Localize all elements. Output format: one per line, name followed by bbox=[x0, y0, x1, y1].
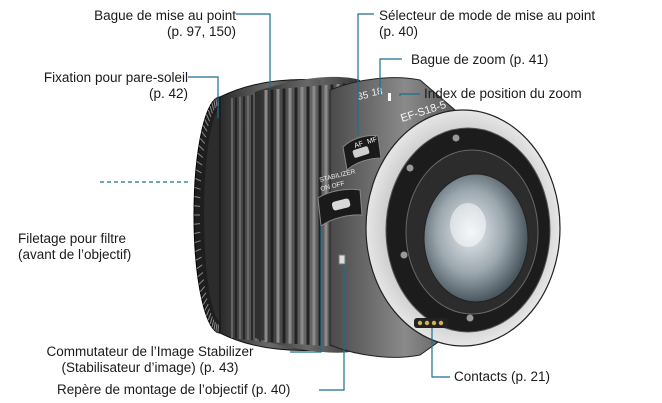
label-mount-index-line1: Repère de montage de l’objectif (p. 40) bbox=[57, 382, 291, 397]
label-focus-mode-switch: Sélecteur de mode de mise au point (p. 4… bbox=[379, 8, 595, 40]
label-zoom-index: Index de position du zoom bbox=[424, 86, 582, 102]
label-contacts-line1: Contacts (p. 21) bbox=[454, 369, 551, 384]
label-zoom-index-line1: Index de position du zoom bbox=[424, 86, 582, 101]
label-filter-thread: Filetage pour filtre (avant de l’objecti… bbox=[18, 231, 131, 263]
label-stabilizer-switch: Commutateur de l’Image Stabilizer (Stabi… bbox=[15, 344, 285, 376]
leader-focus-mode bbox=[357, 13, 374, 135]
svg-text:35: 35 bbox=[356, 90, 370, 103]
label-focus-ring: Bague de mise au point (p. 97, 150) bbox=[94, 8, 236, 40]
label-filter-thread-line1: Filetage pour filtre bbox=[18, 231, 127, 246]
leader-mount-index bbox=[319, 264, 345, 391]
label-zoom-ring: Bague de zoom (p. 41) bbox=[411, 52, 548, 68]
leader-contacts bbox=[431, 328, 450, 378]
leader-zoom-ring bbox=[379, 58, 402, 96]
label-focus-mode-line1: Sélecteur de mode de mise au point bbox=[379, 8, 596, 23]
label-filter-thread-line2: (avant de l’objectif) bbox=[18, 247, 132, 262]
leader-lines bbox=[100, 13, 450, 391]
leader-focus-ring bbox=[236, 13, 271, 88]
label-hood-mount: Fixation pour pare-soleil (p. 42) bbox=[44, 70, 188, 102]
leader-zoom-index bbox=[399, 93, 420, 96]
label-contacts: Contacts (p. 21) bbox=[454, 369, 550, 385]
rear-lens-element bbox=[423, 173, 529, 303]
label-hood-mount-line2: (p. 42) bbox=[148, 86, 188, 101]
label-focus-ring-line1: Bague de mise au point bbox=[94, 8, 236, 23]
af-mf-switch[interactable]: AF MF bbox=[342, 135, 382, 171]
label-hood-mount-line1: Fixation pour pare-soleil bbox=[43, 70, 188, 85]
label-mount-index: Repère de montage de l’objectif (p. 40) bbox=[57, 382, 290, 398]
label-zoom-ring-line1: Bague de zoom (p. 41) bbox=[411, 52, 549, 67]
label-stabilizer-line1: Commutateur de l’Image Stabilizer bbox=[46, 344, 254, 359]
label-focus-mode-line2: (p. 40) bbox=[379, 24, 419, 39]
svg-text:MF: MF bbox=[366, 136, 378, 146]
leader-hood-mount bbox=[188, 76, 219, 118]
label-stabilizer-line2: (Stabilisateur d’image) (p. 43) bbox=[61, 360, 239, 375]
mount-index-mark bbox=[338, 254, 346, 265]
electrical-contacts bbox=[414, 318, 448, 328]
label-focus-ring-line2: (p. 97, 150) bbox=[166, 24, 236, 39]
leader-stabilizer bbox=[290, 226, 322, 353]
svg-text:AF: AF bbox=[353, 140, 364, 149]
